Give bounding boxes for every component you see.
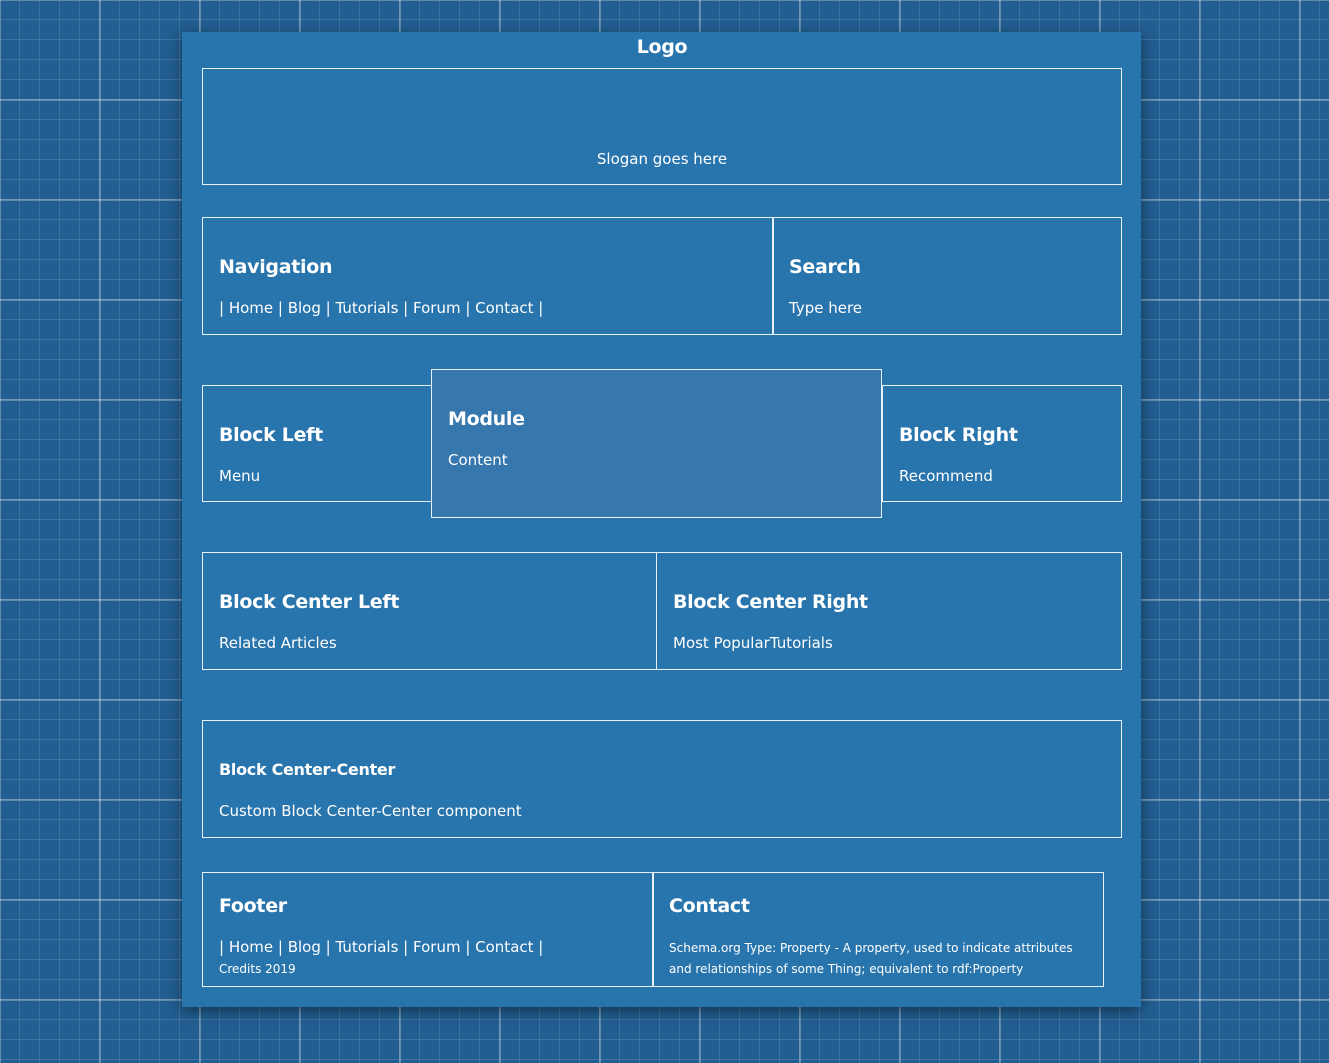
footer-links[interactable]: | Home | Blog | Tutorials | Forum | Cont… bbox=[219, 938, 544, 956]
slogan-text: Slogan goes here bbox=[596, 150, 728, 168]
block-left-title: Block Left bbox=[219, 424, 323, 446]
logo-title: Logo bbox=[636, 36, 688, 58]
footer-block: Footer | Home | Blog | Tutorials | Forum… bbox=[202, 872, 654, 987]
navigation-block: Navigation | Home | Blog | Tutorials | F… bbox=[202, 217, 774, 335]
layout-page: Logo Slogan goes here Navigation | Home … bbox=[182, 32, 1141, 1007]
block-center-center: Block Center-Center Custom Block Center-… bbox=[202, 720, 1122, 838]
block-center-left-title: Block Center Left bbox=[219, 591, 400, 613]
footer-title: Footer bbox=[219, 895, 287, 917]
header-block: Logo Slogan goes here bbox=[202, 36, 1122, 185]
block-left-text: Menu bbox=[219, 467, 261, 485]
block-center-center-text: Custom Block Center-Center component bbox=[219, 802, 522, 820]
block-right-text: Recommend bbox=[899, 467, 993, 485]
search-block: Search Type here bbox=[772, 217, 1122, 335]
block-right-title: Block Right bbox=[899, 424, 1018, 446]
module-block: Module Content bbox=[431, 369, 882, 518]
search-title: Search bbox=[789, 256, 861, 278]
module-title: Module bbox=[448, 408, 525, 430]
contact-block: Contact Schema.org Type: Property - A pr… bbox=[652, 872, 1104, 987]
navigation-title: Navigation bbox=[219, 256, 333, 278]
block-center-center-title: Block Center-Center bbox=[219, 760, 396, 779]
block-center-right: Block Center Right Most PopularTutorials bbox=[656, 552, 1122, 670]
block-left: Block Left Menu bbox=[202, 385, 432, 502]
block-center-left-text: Related Articles bbox=[219, 634, 337, 652]
navigation-links[interactable]: | Home | Blog | Tutorials | Forum | Cont… bbox=[219, 299, 544, 317]
contact-title: Contact bbox=[669, 895, 750, 917]
block-right: Block Right Recommend bbox=[882, 385, 1122, 502]
block-center-right-text: Most PopularTutorials bbox=[673, 634, 833, 652]
block-center-left: Block Center Left Related Articles bbox=[202, 552, 657, 670]
search-text[interactable]: Type here bbox=[789, 299, 863, 317]
module-text: Content bbox=[448, 451, 508, 469]
contact-text: Schema.org Type: Property - A property, … bbox=[669, 941, 1073, 976]
footer-credits: Credits 2019 bbox=[219, 962, 296, 976]
block-center-right-title: Block Center Right bbox=[673, 591, 868, 613]
